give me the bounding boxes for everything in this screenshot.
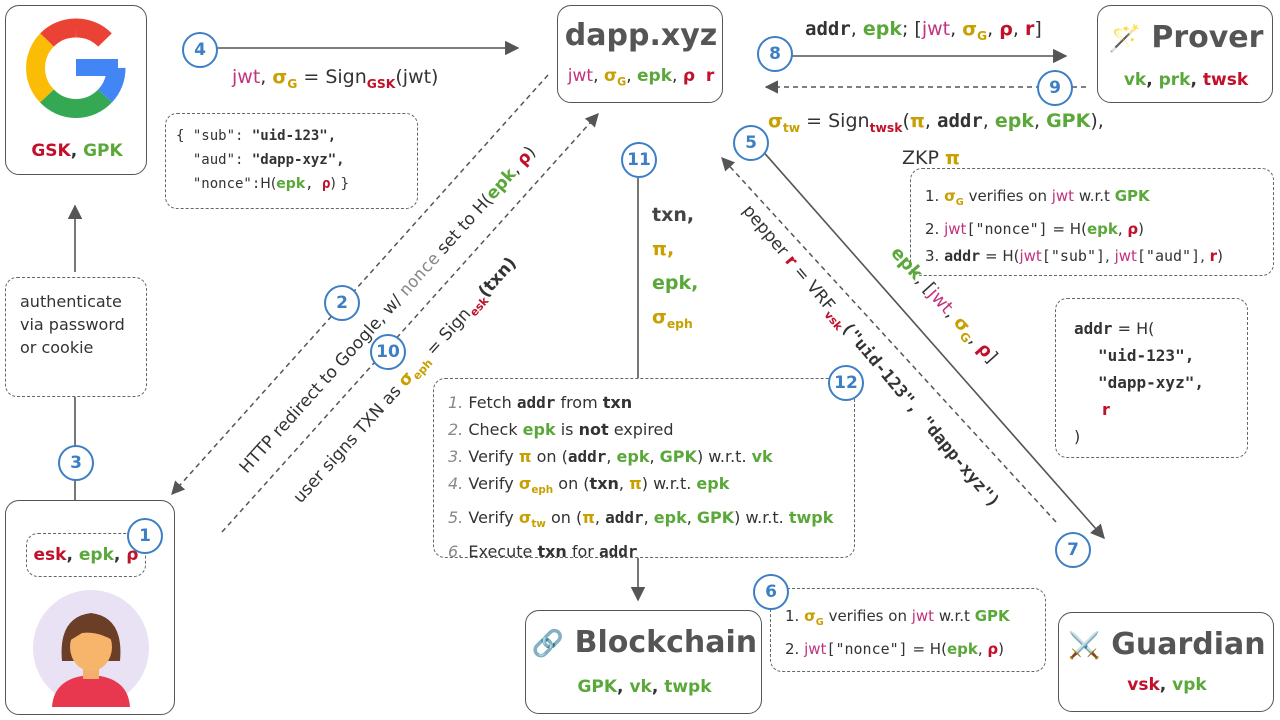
step-4: 4 [182, 32, 218, 68]
google-logo [26, 18, 126, 118]
prover-signature: σtw = Signtwsk(π, addr, epk, GPK), ZKP π [768, 110, 1104, 169]
step-8: 8 [757, 36, 793, 72]
guardian-node: ⚔️ Guardian vsk, vpk [1058, 612, 1274, 712]
google-signature: jwt, σG = SignGSK(jwt) [232, 66, 439, 91]
check-3: 3. Verify π on (addr, epk, GPK) w.r.t. v… [448, 447, 773, 466]
jwt-claims-note: { "sub": "uid-123", "aud": "dapp-xyz", "… [165, 113, 418, 209]
step-7: 7 [1055, 532, 1091, 568]
step-1: 1 [127, 518, 163, 554]
check-1: 1. Fetch addr from txn [448, 393, 633, 412]
prover-checks-note: 1. σG verifies on jwt w.r.t GPK 2. jwt["… [910, 168, 1274, 276]
blockchain-node: 🔗 Blockchain GPK, vk, twpk [525, 610, 762, 714]
step-10: 10 [370, 334, 406, 370]
arrow-dapp-to-user [171, 74, 549, 496]
check-4: 4. Verify σeph on (txn, π) w.r.t. epk [448, 474, 730, 497]
google-node: GSK, GPK [5, 5, 147, 175]
guardian-title: ⚔️ Guardian [1068, 627, 1266, 662]
link-icon: 🔗 [531, 629, 565, 659]
step-9: 9 [1037, 70, 1073, 106]
check-2: 2. Check epk is not expired [448, 420, 674, 439]
check-5: 5. Verify σtw on (π, addr, epk, GPK) w.r… [448, 508, 834, 531]
step-12: 12 [828, 365, 864, 401]
check-6: 6. Execute txn for addr [448, 542, 638, 562]
arrow-user-to-dapp [221, 112, 599, 533]
step-5: 5 [733, 125, 769, 161]
google-keys: GSK, GPK [31, 141, 123, 161]
authenticate-note: authenticate via password or cookie [5, 277, 147, 397]
prover-node: 🪄 Prover vk, prk, twsk [1097, 5, 1273, 103]
crossed-swords-icon: ⚔️ [1068, 631, 1101, 661]
guardian-checks-note: 1. σG verifies on jwt w.r.t GPK 2. jwt["… [770, 588, 1046, 672]
blockchain-checks-note: 1. Fetch addr from txn 2. Check epk is n… [433, 378, 855, 561]
to-prover-message: addr, epk; [jwt, σG, ρ, r] [805, 18, 1042, 43]
arrow-dapp-to-guardian [759, 147, 1105, 540]
step-6: 6 [753, 574, 789, 610]
arrow-guardian-to-dapp [721, 157, 1057, 523]
addr-definition-note: addr = H( "uid-123", "dapp-xyz", r ) [1055, 298, 1248, 458]
blockchain-title: 🔗 Blockchain [531, 625, 758, 660]
dapp-title: dapp.xyz [564, 18, 718, 53]
user-keys: esk, epk, ρ [26, 533, 146, 577]
user-node: esk, epk, ρ [5, 500, 175, 715]
dapp-node: dapp.xyz jwt, σG, epk, ρ r [557, 5, 723, 103]
step-3: 3 [58, 445, 94, 481]
prover-keys: vk, prk, twsk [1123, 70, 1249, 90]
blockchain-keys: GPK, vk, twpk [577, 677, 712, 697]
guardian-keys: vsk, vpk [1127, 675, 1207, 695]
txn-bundle: txn, π, epk, σeph [652, 204, 699, 331]
step-11: 11 [621, 142, 657, 178]
dapp-keys: jwt, σG, epk, ρ r [567, 66, 715, 89]
prover-title: 🪄 Prover [1108, 20, 1264, 55]
user-avatar-icon [33, 590, 149, 707]
step-2: 2 [324, 285, 360, 321]
magic-wand-icon: 🪄 [1108, 24, 1141, 54]
